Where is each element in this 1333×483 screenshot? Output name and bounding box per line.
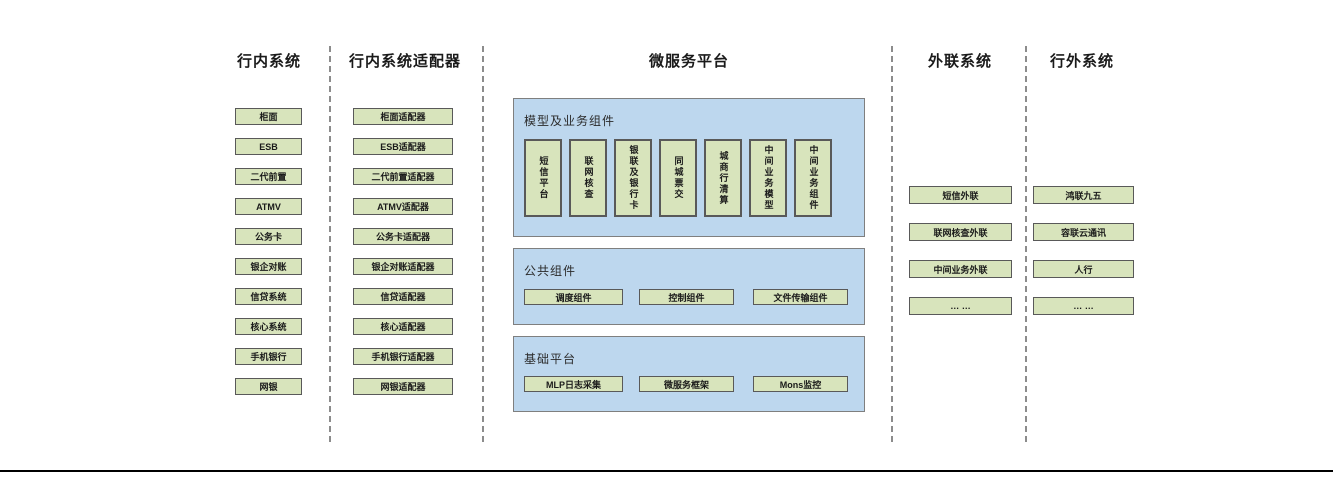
column-title-internal-systems: 行内系统 bbox=[236, 53, 301, 70]
internal-system-box: 银企对账 bbox=[235, 258, 302, 275]
model-component-label: 中间业务模型 bbox=[763, 145, 774, 211]
internal-system-box: 网银 bbox=[235, 378, 302, 395]
column-title-internal-adapters: 行内系统适配器 bbox=[348, 53, 461, 70]
platform-group-label: 模型及业务组件 bbox=[524, 114, 616, 128]
adapter-box: 柜面适配器 bbox=[353, 108, 453, 125]
model-component-label: 银联及银行卡 bbox=[628, 145, 639, 211]
column-title-outbound-systems: 外联系统 bbox=[927, 53, 992, 70]
model-component-box: 中间业务模型 bbox=[749, 139, 787, 217]
model-component-label: 城商行清算 bbox=[718, 150, 729, 206]
model-component-label: 同城票交 bbox=[673, 156, 684, 200]
adapter-box: ESB适配器 bbox=[353, 138, 453, 155]
platform-group-model-business: 模型及业务组件 短信平台 联网核查 银联及银行卡 同城票交 城商行清算 中间业务… bbox=[513, 98, 865, 237]
column-separator bbox=[329, 46, 331, 445]
internal-system-box: 信贷系统 bbox=[235, 288, 302, 305]
base-platform-box: 微服务框架 bbox=[639, 376, 734, 392]
model-component-label: 短信平台 bbox=[538, 156, 549, 200]
model-component-box: 城商行清算 bbox=[704, 139, 742, 217]
adapter-box: 二代前置适配器 bbox=[353, 168, 453, 185]
adapter-box: ATMV适配器 bbox=[353, 198, 453, 215]
external-system-box: 人行 bbox=[1033, 260, 1134, 278]
external-system-box: 鸿联九五 bbox=[1033, 186, 1134, 204]
adapter-box: 手机银行适配器 bbox=[353, 348, 453, 365]
internal-system-box: 二代前置 bbox=[235, 168, 302, 185]
external-system-box: … … bbox=[1033, 297, 1134, 315]
column-separator bbox=[1025, 46, 1027, 445]
common-component-box: 文件传输组件 bbox=[753, 289, 848, 305]
common-component-box: 控制组件 bbox=[639, 289, 734, 305]
base-platform-box: MLP日志采集 bbox=[524, 376, 623, 392]
adapter-box: 公务卡适配器 bbox=[353, 228, 453, 245]
common-component-box: 调度组件 bbox=[524, 289, 623, 305]
base-platform-box: Mons监控 bbox=[753, 376, 848, 392]
model-component-box: 同城票交 bbox=[659, 139, 697, 217]
adapter-box: 核心适配器 bbox=[353, 318, 453, 335]
internal-system-box: 手机银行 bbox=[235, 348, 302, 365]
internal-system-box: ATMV bbox=[235, 198, 302, 215]
adapter-box: 信贷适配器 bbox=[353, 288, 453, 305]
column-separator bbox=[482, 46, 484, 445]
model-component-box: 短信平台 bbox=[524, 139, 562, 217]
platform-group-label: 公共组件 bbox=[524, 264, 577, 278]
model-component-label: 联网核查 bbox=[583, 156, 594, 200]
internal-system-box: 核心系统 bbox=[235, 318, 302, 335]
internal-system-box: 公务卡 bbox=[235, 228, 302, 245]
model-component-box: 联网核查 bbox=[569, 139, 607, 217]
platform-group-base: 基础平台 MLP日志采集 微服务框架 Mons监控 bbox=[513, 336, 865, 412]
model-component-box: 中间业务组件 bbox=[794, 139, 832, 217]
outbound-system-box: 联网核查外联 bbox=[909, 223, 1012, 241]
internal-system-box: ESB bbox=[235, 138, 302, 155]
column-title-external-systems: 行外系统 bbox=[1049, 53, 1114, 70]
platform-group-label: 基础平台 bbox=[524, 352, 577, 366]
bottom-rule bbox=[0, 470, 1333, 472]
adapter-box: 银企对账适配器 bbox=[353, 258, 453, 275]
column-separator bbox=[891, 46, 893, 445]
model-component-box: 银联及银行卡 bbox=[614, 139, 652, 217]
model-component-label: 中间业务组件 bbox=[808, 145, 819, 211]
adapter-box: 网银适配器 bbox=[353, 378, 453, 395]
outbound-system-box: 中间业务外联 bbox=[909, 260, 1012, 278]
external-system-box: 容联云通讯 bbox=[1033, 223, 1134, 241]
column-title-microservice-platform: 微服务平台 bbox=[648, 53, 729, 70]
outbound-system-box: … … bbox=[909, 297, 1012, 315]
outbound-system-box: 短信外联 bbox=[909, 186, 1012, 204]
internal-system-box: 柜面 bbox=[235, 108, 302, 125]
platform-group-common: 公共组件 调度组件 控制组件 文件传输组件 bbox=[513, 248, 865, 325]
